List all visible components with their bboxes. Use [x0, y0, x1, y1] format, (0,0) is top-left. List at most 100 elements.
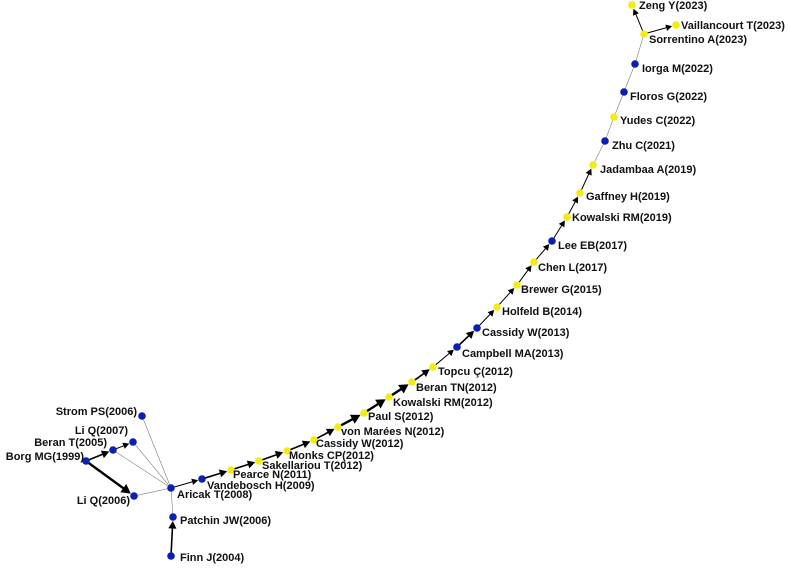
edge-line: [135, 444, 169, 486]
edge-beranTN-to-topcu: [414, 369, 430, 381]
node-label-gaffney: Gaffney H(2019): [586, 191, 670, 203]
node-jadambaa: [589, 161, 597, 169]
edge-line: [414, 372, 425, 381]
edge-beran2005-to-li2007: [116, 442, 130, 450]
edge-line: [170, 527, 174, 553]
node-label-beranTN: Beran TN(2012): [416, 382, 497, 394]
node-label-holfeld: Holfeld B(2014): [502, 306, 582, 318]
arrowhead-icon: [558, 220, 565, 228]
edge-kowalski2012-to-beranTN: [391, 384, 409, 397]
edge-line: [594, 144, 604, 162]
edge-sorrentino-to-vaillancourt: [647, 24, 673, 34]
node-finn: [167, 552, 175, 560]
arrowhead-icon: [632, 8, 639, 16]
edge-campbell-to-cassidy2013: [459, 330, 475, 346]
node-label-cassidy2013: Cassidy W(2013): [482, 327, 570, 339]
edge-line: [143, 419, 170, 485]
node-label-sakellariou: Sakellariou T(2012): [262, 460, 363, 472]
arrowhead-icon: [542, 244, 550, 251]
node-label-monks: Monks CP(2012): [289, 450, 374, 462]
node-vonmarees: [334, 423, 342, 431]
edge-line: [116, 445, 125, 450]
arrowhead-icon: [120, 484, 131, 494]
edge-line: [116, 451, 168, 487]
edge-sorrentino-to-zeng: [632, 8, 643, 31]
node-aricak: [167, 484, 175, 492]
node-label-li2007: Li Q(2007): [75, 425, 129, 437]
edge-line: [615, 95, 623, 114]
node-zeng: [628, 1, 636, 9]
edge-lee-to-kowalski2019: [553, 220, 565, 239]
edge-yudes-to-floros: [615, 95, 623, 114]
node-label-campbell: Campbell MA(2013): [462, 348, 564, 360]
node-label-borg: Borg MG(1999): [6, 451, 85, 463]
edge-li2006-to-aricak: [137, 488, 168, 496]
node-strom: [138, 412, 146, 420]
node-beran2005: [109, 446, 117, 454]
edge-line: [625, 67, 634, 89]
arrowhead-icon: [465, 330, 475, 339]
node-label-beran2005: Beran T(2005): [34, 437, 107, 449]
edge-borg-to-li2006: [88, 462, 131, 494]
node-label-vandebosch: Vandebosch H(2009): [207, 480, 315, 492]
edge-chen-to-lee: [536, 244, 550, 260]
edge-brewer-to-chen: [518, 265, 532, 283]
edge-line: [234, 463, 249, 470]
arrowhead-icon: [585, 168, 592, 176]
node-sorrentino: [640, 30, 648, 38]
edge-aricak-to-vandebosch: [174, 478, 199, 488]
edge-line: [366, 402, 380, 413]
arrowhead-icon: [246, 460, 256, 469]
edge-pearce-to-sakellariou: [234, 460, 256, 470]
arrowhead-icon: [375, 399, 386, 409]
node-sakellariou: [255, 457, 263, 465]
edge-zhu-to-yudes: [606, 120, 613, 138]
edge-line: [435, 353, 450, 365]
arrowhead-icon: [122, 442, 130, 449]
edge-line: [499, 292, 511, 305]
edge-line: [205, 472, 221, 479]
node-label-yudes: Yudes C(2022): [620, 115, 696, 127]
arrowhead-icon: [191, 478, 199, 485]
node-beranTN: [408, 378, 416, 386]
label-layer: Borg MG(1999)Finn J(2004)Beran T(2005)St…: [6, 0, 786, 564]
arrowhead-icon: [525, 265, 532, 273]
edge-borg-to-beran2005: [88, 450, 110, 461]
edge-line: [568, 201, 576, 214]
arrowhead-icon: [168, 521, 177, 529]
node-campbell: [453, 343, 461, 351]
node-label-topcu: Topcu Ç(2012): [438, 366, 513, 378]
edge-monks-to-cassidy2012: [289, 440, 311, 451]
node-label-zeng: Zeng Y(2023): [639, 0, 708, 12]
node-label-lee: Lee EB(2017): [558, 240, 627, 252]
node-vandebosch: [198, 475, 206, 483]
edge-line: [261, 454, 277, 461]
node-label-brewer: Brewer G(2015): [521, 284, 602, 296]
edge-line: [316, 431, 329, 439]
node-li2007: [129, 438, 137, 446]
arrowhead-icon: [301, 440, 311, 449]
edge-line: [553, 225, 563, 239]
node-label-kowalski2019: Kowalski RM(2019): [572, 212, 672, 224]
node-label-jadambaa: Jadambaa A(2019): [600, 164, 697, 176]
arrowhead-icon: [398, 384, 409, 394]
node-label-patchin: Patchin JW(2006): [180, 515, 271, 527]
node-holfeld: [493, 303, 501, 311]
edge-patchin-to-aricak: [170, 491, 174, 514]
arrowhead-icon: [218, 469, 228, 478]
node-label-kowalski2012: Kowalski RM(2012): [393, 397, 493, 409]
arrowhead-icon: [349, 414, 361, 424]
edge-li2007-to-aricak: [135, 444, 169, 486]
node-label-strom: Strom PS(2006): [56, 406, 138, 418]
node-label-li2006: Li Q(2006): [77, 495, 131, 507]
node-label-iorga: Iorga M(2022): [642, 63, 713, 75]
node-yudes: [610, 113, 618, 121]
node-iorga: [631, 60, 639, 68]
edge-line: [635, 13, 643, 31]
edge-finn-to-patchin: [168, 521, 177, 553]
edge-strom-to-aricak: [143, 419, 170, 485]
node-pearce: [227, 466, 235, 474]
edge-line: [170, 491, 174, 514]
edge-line: [137, 488, 168, 496]
arrowhead-icon: [274, 451, 284, 459]
